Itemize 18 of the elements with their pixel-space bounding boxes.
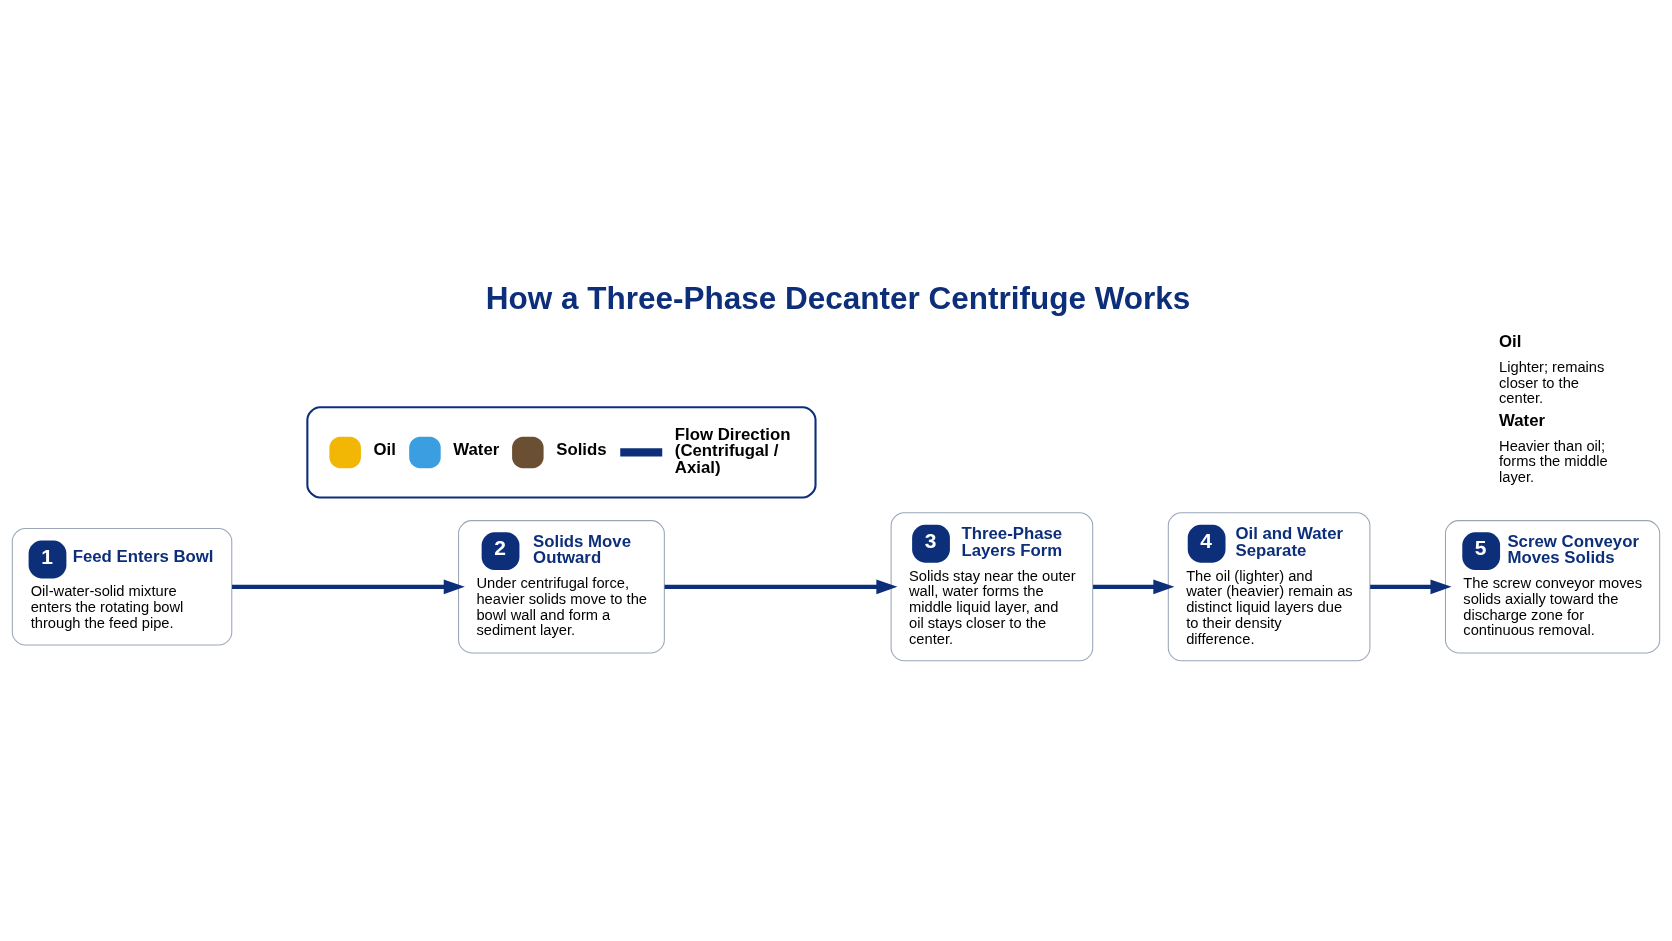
node-box: 3 Three-Phase Layers Form Solids stay near the outer wall, water forms the middle liquid layer, and oil stays closer to the center. xyxy=(890,512,1094,662)
legend-label: Oil xyxy=(373,440,396,460)
legend-label: Solids xyxy=(556,440,607,460)
legend-label: Water xyxy=(453,440,500,460)
node-box: 4 Oil and Water Separate The oil (lighter) and water (heavier) remain as distinct liquid layers due to their density difference. xyxy=(1167,512,1371,662)
arrow xyxy=(664,579,898,595)
label: Water xyxy=(1499,410,1546,430)
legend-label: Flow Direction (Centrifugal / Axial) xyxy=(674,424,791,478)
node-box: 5 Screw Conveyor Moves Solids The screw conveyor moves solids axially toward the discharge zone for continuous removal. xyxy=(1444,520,1661,654)
label: Lighter; remains closer to the center. xyxy=(1499,358,1605,407)
arrow xyxy=(232,579,465,595)
diagram-title: How a Three-Phase Decanter Centrifuge Works xyxy=(485,279,1191,316)
arrow xyxy=(1370,579,1452,595)
arrow xyxy=(1093,579,1175,595)
node-box: 2 Solids Move Outward Under centrifugal force, heavier solids move to the bowl wall and form a sediment layer. xyxy=(458,520,665,654)
label: Oil xyxy=(1499,332,1522,352)
label: Heavier than oil; forms the middle layer. xyxy=(1499,437,1608,485)
node-box: 1 Feed Enters Bowl Oil-water-solid mixture enters the rotating bowl through the feed pipe. xyxy=(11,528,233,646)
